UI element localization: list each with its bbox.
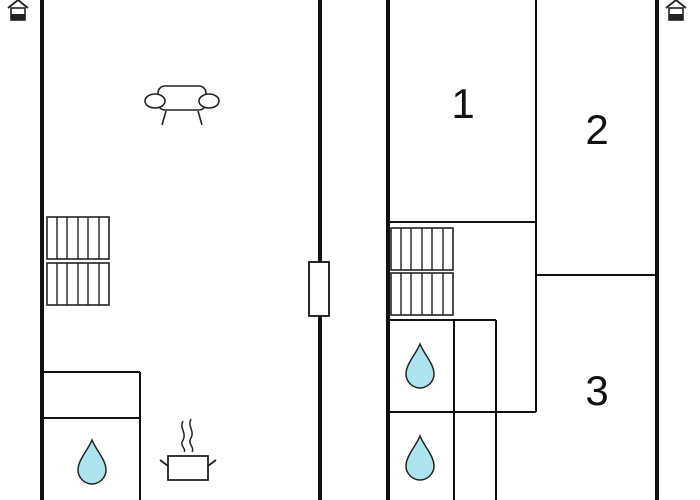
partitions bbox=[42, 0, 657, 500]
water-drop-icon bbox=[77, 439, 107, 485]
stairs-icon bbox=[46, 216, 110, 260]
water-drop-icon bbox=[405, 435, 435, 481]
cooking-pot-icon bbox=[159, 418, 217, 481]
room-label-1: 1 bbox=[451, 80, 474, 127]
house-exit-icon bbox=[7, 0, 29, 21]
sofa-icon bbox=[144, 85, 220, 126]
stairs-icon bbox=[46, 262, 110, 306]
room-label-3: 3 bbox=[585, 367, 608, 414]
stairs-icon bbox=[390, 272, 454, 316]
walls bbox=[40, 0, 659, 500]
door-marker bbox=[308, 261, 330, 317]
house-exit-icon bbox=[665, 0, 687, 21]
stairs-icon bbox=[390, 227, 454, 271]
room-label-2: 2 bbox=[585, 106, 608, 153]
water-drop-icon bbox=[405, 343, 435, 389]
